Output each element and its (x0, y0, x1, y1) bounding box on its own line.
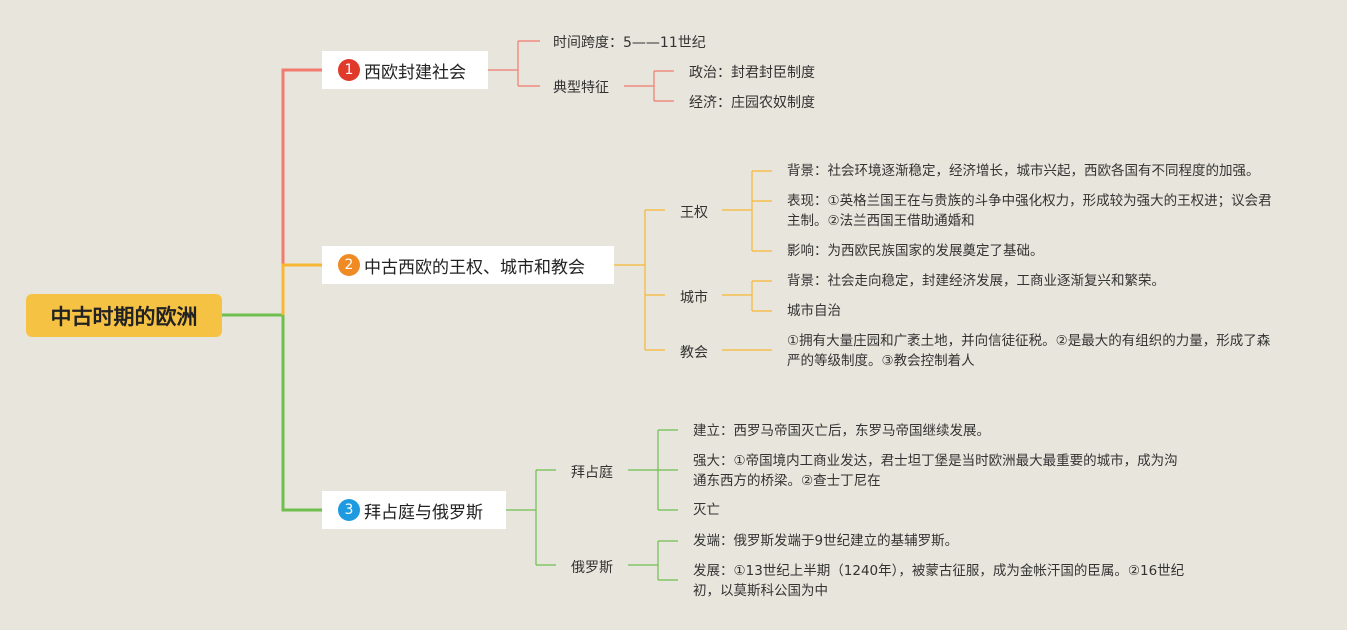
branch-title: 拜占庭与俄罗斯 (364, 502, 483, 523)
connector-branch2 (281, 263, 322, 315)
leaf-byzantium-fall: 灭亡 (693, 502, 720, 518)
connector-branch1 (281, 68, 322, 315)
root-node[interactable]: 中古时期的欧洲 (26, 294, 222, 337)
connector-branch3 (281, 315, 322, 512)
leaf-city-background: 背景：社会走向稳定，封建经济发展，工商业逐渐复兴和繁荣。 (787, 273, 1165, 289)
leaf-time-span: 时间跨度：5——11世纪 (553, 35, 706, 51)
leaf-byzantium-strong: 强大：①帝国境内工商业发达，君士坦丁堡是当时欧洲最大最重要的城市，成为沟通东西方… (693, 453, 1178, 489)
branch-node-byzantium-russia[interactable]: 3 拜占庭与俄罗斯 (322, 491, 506, 529)
connector-branch1-children (488, 40, 674, 102)
subnode-russia[interactable]: 俄罗斯 (571, 560, 613, 576)
number-badge-1: 1 (338, 59, 360, 81)
leaf-city-autonomy: 城市自治 (787, 303, 841, 319)
leaf-kingship-manifestation: 表现：①英格兰国王在与贵族的斗争中强化权力，形成较为强大的王权进；议会君主制。②… (787, 193, 1272, 229)
leaf-economy: 经济：庄园农奴制度 (689, 95, 815, 111)
branch-title: 中古西欧的王权、城市和教会 (364, 257, 585, 278)
leaf-church-text: ①拥有大量庄园和广袤土地，并向信徒征税。②是最大的有组织的力量，形成了森严的等级… (787, 333, 1271, 369)
leaf-byzantium-establish: 建立：西罗马帝国灭亡后，东罗马帝国继续发展。 (693, 423, 990, 439)
subnode-church[interactable]: 教会 (680, 345, 708, 361)
leaf-politics: 政治：封君封臣制度 (689, 65, 815, 81)
subnode-byzantium[interactable]: 拜占庭 (571, 465, 613, 481)
leaf-russia-origin: 发端：俄罗斯发端于9世纪建立的基辅罗斯。 (693, 533, 959, 549)
number-badge-2: 2 (338, 254, 360, 276)
connector-branch3-children (506, 429, 678, 581)
subnode-typical-features[interactable]: 典型特征 (553, 80, 609, 96)
number-badge-3: 3 (338, 499, 360, 521)
branch-node-western-feudal[interactable]: 1 西欧封建社会 (322, 51, 488, 89)
branch-node-kingship-city-church[interactable]: 2 中古西欧的王权、城市和教会 (322, 246, 614, 284)
connector-branch2-children (614, 170, 772, 351)
subnode-city[interactable]: 城市 (680, 290, 708, 306)
leaf-kingship-influence: 影响：为西欧民族国家的发展奠定了基础。 (787, 243, 1044, 259)
branch-title: 西欧封建社会 (364, 62, 466, 83)
leaf-russia-development: 发展：①13世纪上半期（1240年），被蒙古征服，成为金帐汗国的臣属。②16世纪… (693, 563, 1185, 599)
leaf-kingship-background: 背景：社会环境逐渐稳定，经济增长，城市兴起，西欧各国有不同程度的加强。 (787, 163, 1260, 179)
root-title: 中古时期的欧洲 (50, 304, 198, 329)
subnode-kingship[interactable]: 王权 (680, 205, 708, 221)
